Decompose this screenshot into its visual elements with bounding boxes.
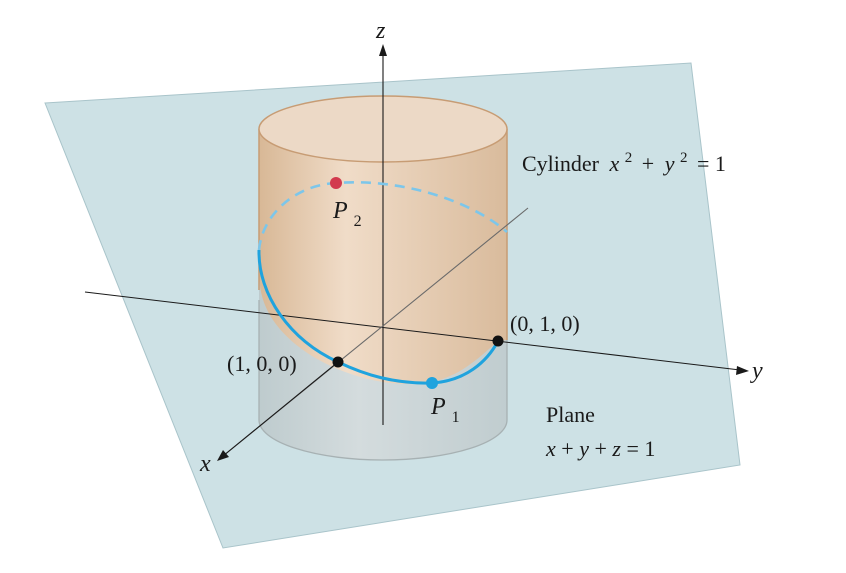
- plane-equation: x + y + z = 1: [545, 436, 655, 461]
- curve-back: [257, 181, 508, 251]
- cylinder-eq-x: x: [609, 151, 620, 176]
- z-axis-arrow: [379, 44, 387, 56]
- cylinder-exp-y: 2: [680, 150, 688, 166]
- p1-label: P 1: [430, 394, 460, 426]
- point-010-label: (0, 1, 0): [510, 311, 580, 336]
- y-axis-back: [84, 291, 741, 371]
- cylinder-eq-y: y: [663, 151, 675, 176]
- cylinder-word: Cylinder: [522, 151, 600, 176]
- p2-point: [330, 177, 342, 189]
- y-axis-arrow: [736, 366, 749, 375]
- z-axis-label: z: [375, 18, 386, 44]
- point-010-marker: [492, 335, 504, 347]
- cylinder-exp-x: 2: [625, 150, 633, 166]
- plane-word: Plane: [546, 402, 595, 427]
- cylinder-rhs: = 1: [697, 151, 726, 176]
- p2-label: P 2: [332, 198, 362, 230]
- x-axis-label: x: [199, 451, 211, 477]
- cylinder-plus: +: [642, 151, 654, 176]
- curve-front: [257, 249, 500, 385]
- point-100-label: (1, 0, 0): [227, 351, 297, 376]
- point-100-marker: [332, 356, 344, 368]
- x-axis-arrow: [217, 450, 229, 461]
- x-axis-front: [222, 361, 339, 457]
- y-axis-label: y: [750, 358, 763, 384]
- cylinder-lower-outline: [258, 300, 508, 461]
- p1-point: [426, 377, 438, 389]
- cylinder-label: Cylinder x 2 + y 2 = 1: [522, 142, 726, 176]
